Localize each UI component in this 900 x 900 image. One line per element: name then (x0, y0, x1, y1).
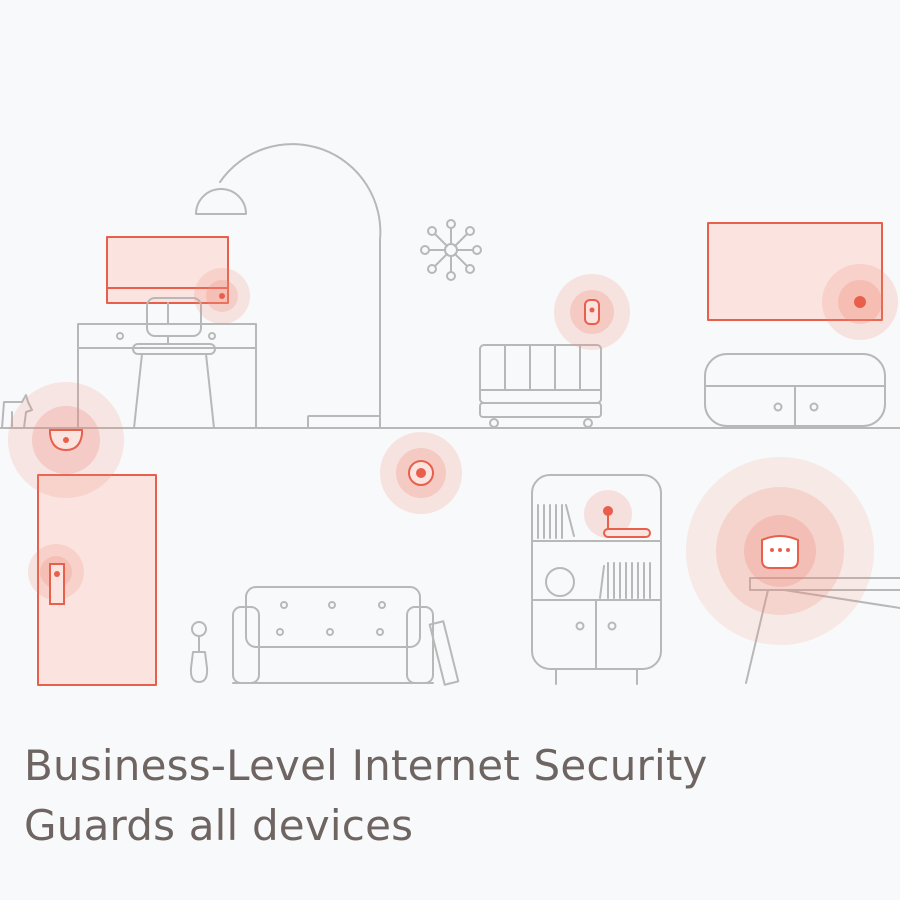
headline-line-1: Business-Level Internet Security (24, 741, 708, 790)
floor-lamp-icon (195, 143, 382, 429)
side-table-icon (745, 577, 900, 684)
table-lamp-icon (189, 621, 209, 683)
smart-light-icon (380, 432, 462, 514)
tv-icon (707, 222, 883, 321)
security-camera-icon (8, 382, 124, 498)
bookshelf-icon (531, 474, 662, 685)
router-icon (584, 490, 651, 538)
sofa-icon (232, 586, 460, 686)
cat-icon (1, 394, 33, 429)
headline-line-2: Guards all devices (24, 801, 414, 850)
tv-cabinet-icon (704, 353, 886, 427)
tv-sensor-icon (822, 264, 898, 340)
smart-lock-icon (28, 544, 84, 605)
monitor-icon (106, 236, 229, 325)
headline: Business-Level Internet Security Guards … (24, 736, 884, 856)
monitor-camera-icon (194, 268, 250, 324)
mesh-wifi-unit-icon (686, 457, 874, 645)
desk-chair-icon (132, 297, 216, 429)
chandelier-icon (420, 219, 482, 281)
radiator-icon (479, 344, 602, 428)
smart-plug-icon (554, 274, 630, 350)
